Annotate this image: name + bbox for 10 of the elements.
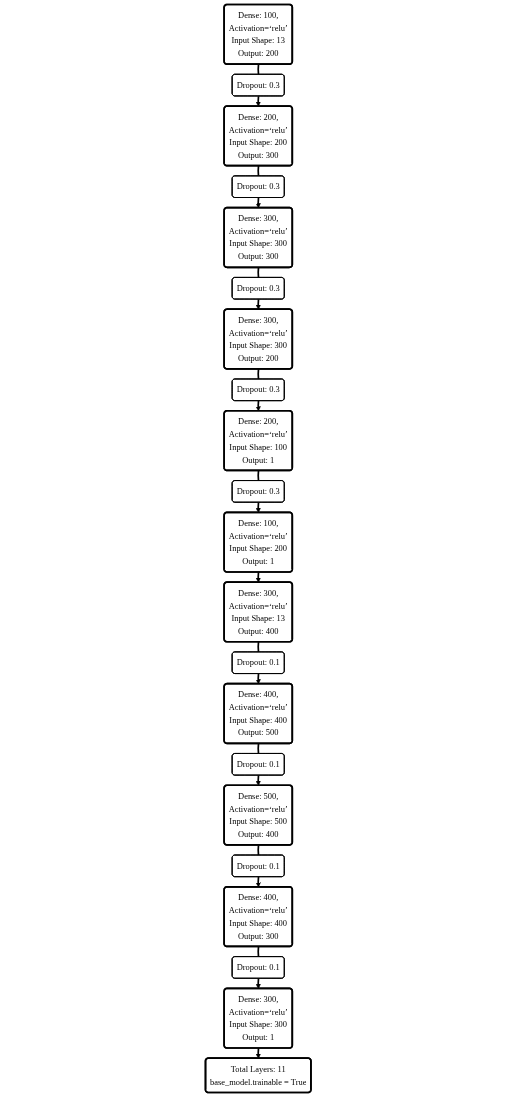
arrow	[256, 95, 261, 107]
arrow	[256, 298, 261, 310]
arrow	[256, 876, 261, 888]
arrow	[256, 673, 261, 685]
arrow	[256, 571, 261, 583]
arrow	[256, 400, 261, 412]
arrow	[256, 196, 261, 209]
arrow	[256, 774, 261, 786]
arrow	[256, 1047, 261, 1059]
arrow	[256, 501, 261, 513]
